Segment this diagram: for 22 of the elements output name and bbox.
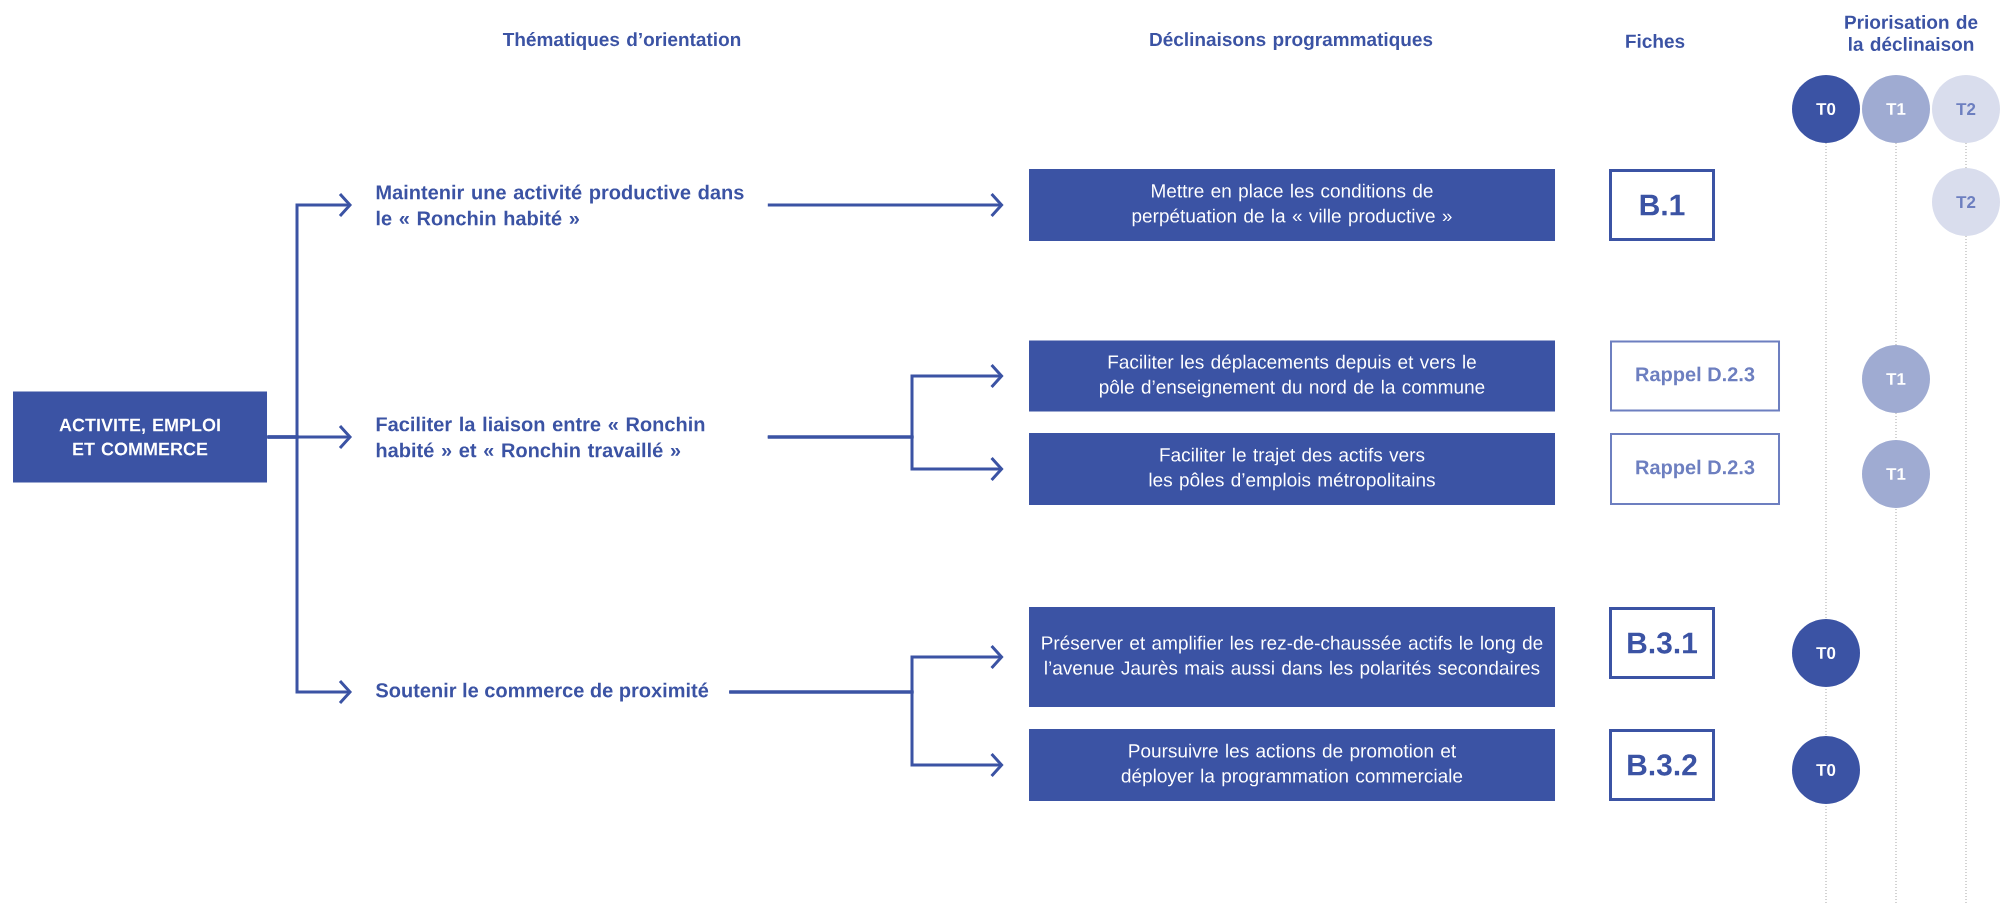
sheet-box: B.1 bbox=[1609, 169, 1715, 241]
topic-box: ACTIVITE, EMPLOI ET COMMERCE bbox=[13, 391, 267, 483]
arrow bbox=[767, 193, 1004, 217]
column-heading: Thématiques d’orientation bbox=[502, 32, 741, 50]
action-box: Mettre en place les conditions de perpétuation de la « ville productive » bbox=[1029, 169, 1555, 241]
sheet-box: Rappel D.2.3 bbox=[1610, 340, 1780, 412]
arrow bbox=[767, 435, 1004, 481]
action-box: Poursuivre les actions de promotion et déployer la programmation commerciale bbox=[1029, 729, 1555, 801]
arrow bbox=[729, 690, 1004, 777]
column-heading: Priorisation de la déclinaison bbox=[1845, 15, 1978, 51]
action-box: Préserver et amplifier les rez-de-chaussée actifs le long de l’avenue Jaurès mais aussi dans les polarités secondaires bbox=[1029, 607, 1555, 707]
sheet-box: Rappel D.2.3 bbox=[1610, 433, 1780, 505]
sheet-box: B.3.2 bbox=[1609, 729, 1715, 801]
sheet-box: B.3.1 bbox=[1609, 607, 1715, 679]
action-box: Faciliter les déplacements depuis et vers le pôle d’enseignement du nord de la commune bbox=[1029, 340, 1555, 412]
action-box: Faciliter le trajet des actifs vers les pôles d’emplois métropolitains bbox=[1029, 433, 1555, 505]
theme-text: Faciliter la liaison entre « Ronchin habité » et « Ronchin travaillé » bbox=[376, 416, 705, 458]
theme-text: Soutenir le commerce de proximité bbox=[376, 682, 709, 702]
arrow bbox=[267, 435, 352, 704]
column-heading: Fiches bbox=[1626, 34, 1685, 48]
theme-text: Maintenir une activité productive dans le « Ronchin habité » bbox=[376, 184, 744, 226]
column-heading: Déclinaisons programmatiques bbox=[1150, 32, 1433, 50]
